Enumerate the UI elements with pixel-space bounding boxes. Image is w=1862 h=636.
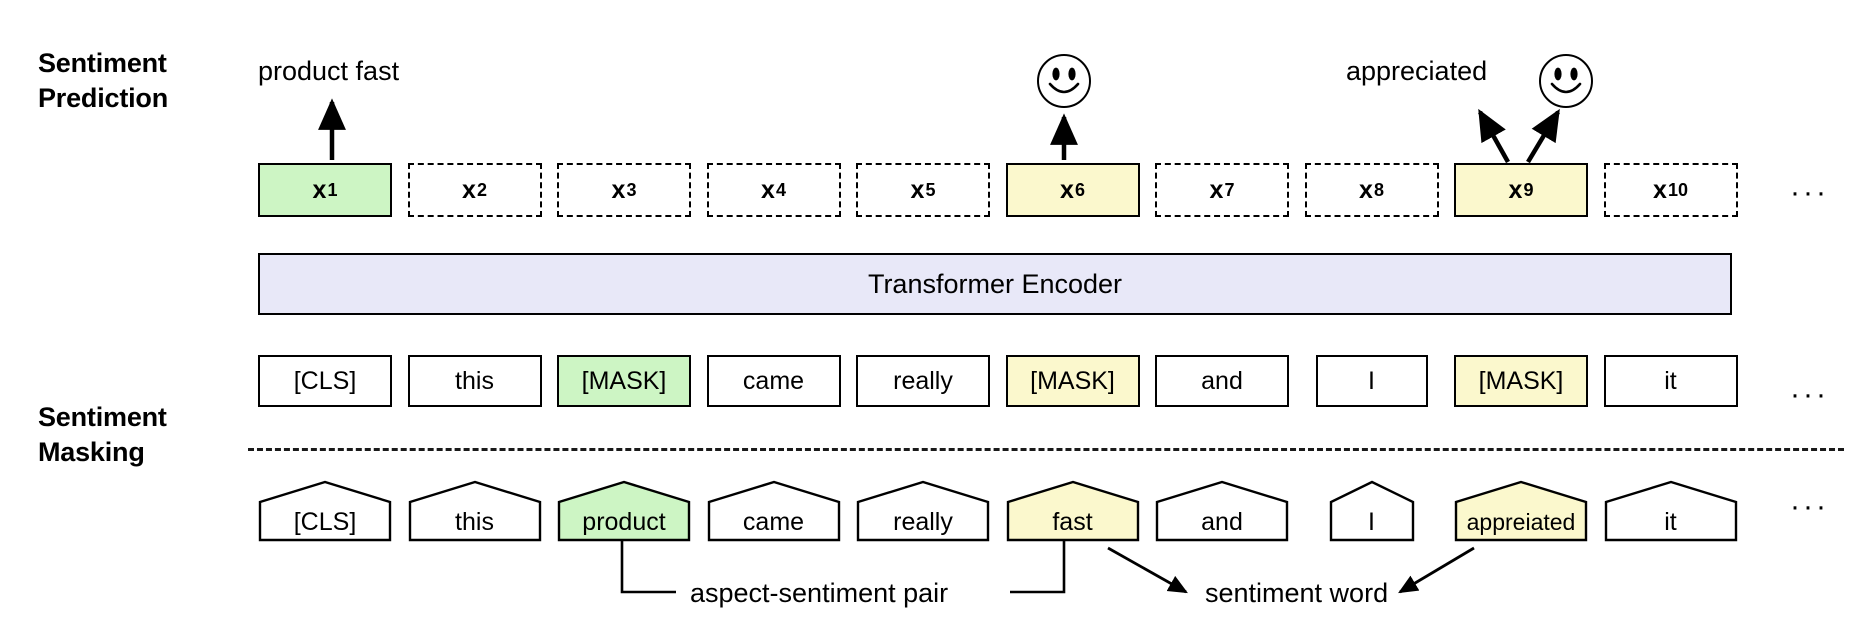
- input-token-label: it: [1664, 507, 1677, 536]
- smiley-face-icon-x6: [1036, 53, 1092, 109]
- token-index: 7: [1224, 179, 1235, 200]
- prediction-output-x1: product fast: [258, 56, 400, 86]
- input-token-label: and: [1201, 507, 1243, 536]
- token-index: 4: [775, 179, 786, 200]
- token-index: 8: [1373, 179, 1384, 200]
- token-label: x: [312, 175, 327, 204]
- input-token-label: [CLS]: [293, 507, 357, 536]
- masked-token-7: and: [1155, 355, 1289, 407]
- smiley-face-icon-x9: [1538, 53, 1594, 109]
- arrow-x9-to-text: [1478, 108, 1510, 164]
- input-token-label: this: [455, 507, 494, 536]
- token-label: x: [1653, 175, 1667, 204]
- masked-token-3: [MASK]: [557, 355, 691, 407]
- input-token-3: product: [557, 480, 691, 542]
- token-label: x: [761, 175, 775, 204]
- token-label: x: [1359, 175, 1373, 204]
- masked-token-10: it: [1603, 355, 1738, 407]
- annotation-aspect-sentiment-pair: aspect-sentiment pair: [690, 578, 949, 608]
- arrow-sentiment-word-to-appreiated: [1398, 546, 1475, 594]
- token-index: 1: [327, 179, 338, 200]
- token-index: 5: [925, 179, 936, 200]
- input-token-7: and: [1155, 480, 1289, 542]
- input-token-4: came: [707, 480, 841, 542]
- transformer-encoder-block: Transformer Encoder: [258, 253, 1732, 315]
- input-token-2: this: [408, 480, 542, 542]
- masked-token-2: this: [407, 355, 542, 407]
- arrow-sentiment-word-to-fast-line: [1107, 546, 1188, 594]
- input-token-9: appreiated: [1454, 480, 1588, 542]
- input-token-10: it: [1604, 480, 1738, 542]
- annotation-sentiment-word: sentiment word: [1205, 578, 1389, 608]
- ellipsis-input-row: ···: [1790, 490, 1829, 523]
- token-index: 9: [1523, 179, 1534, 200]
- input-token-label: came: [742, 507, 805, 536]
- masked-token-5: really: [856, 355, 990, 407]
- token-index: 3: [626, 179, 637, 200]
- ellipsis-masking-row: ···: [1790, 378, 1829, 411]
- token-index: 10: [1667, 179, 1688, 200]
- input-token-label: really: [893, 507, 953, 536]
- bracket-aspect-sentiment-pair-right: [1010, 540, 1066, 594]
- bracket-aspect-sentiment-pair: [620, 540, 676, 594]
- input-token-5: really: [856, 480, 990, 542]
- token-label: x: [462, 175, 476, 204]
- token-label: x: [1508, 175, 1523, 204]
- token-label: x: [910, 175, 925, 204]
- arrow-x9-to-smiley: [1526, 108, 1560, 164]
- input-token-1: [CLS]: [258, 480, 392, 542]
- section-label-sentiment-prediction: Sentiment Prediction: [38, 48, 169, 113]
- token-label: x: [611, 175, 626, 204]
- masked-token-1: [CLS]: [258, 355, 392, 407]
- prediction-output-x9-text: appreciated: [1346, 56, 1488, 86]
- ellipsis-prediction-row: ···: [1790, 176, 1829, 209]
- token-index: 6: [1074, 179, 1085, 200]
- section-label-sentiment-masking: Sentiment Masking: [38, 402, 167, 467]
- masked-token-4: came: [706, 355, 841, 407]
- token-index: 2: [476, 179, 487, 200]
- input-token-label: product: [582, 507, 666, 536]
- input-token-6: fast: [1006, 480, 1140, 542]
- token-label: x: [1209, 175, 1224, 204]
- input-token-label: I: [1368, 507, 1375, 536]
- input-token-label: appreiated: [1466, 508, 1576, 535]
- input-token-label: fast: [1052, 507, 1093, 536]
- masked-token-9: [MASK]: [1454, 355, 1588, 407]
- input-token-8: I: [1329, 480, 1415, 542]
- token-label: x: [1060, 175, 1074, 204]
- masked-token-6: [MASK]: [1005, 355, 1140, 407]
- section-divider: [248, 448, 1844, 451]
- masked-token-8: I: [1315, 355, 1428, 407]
